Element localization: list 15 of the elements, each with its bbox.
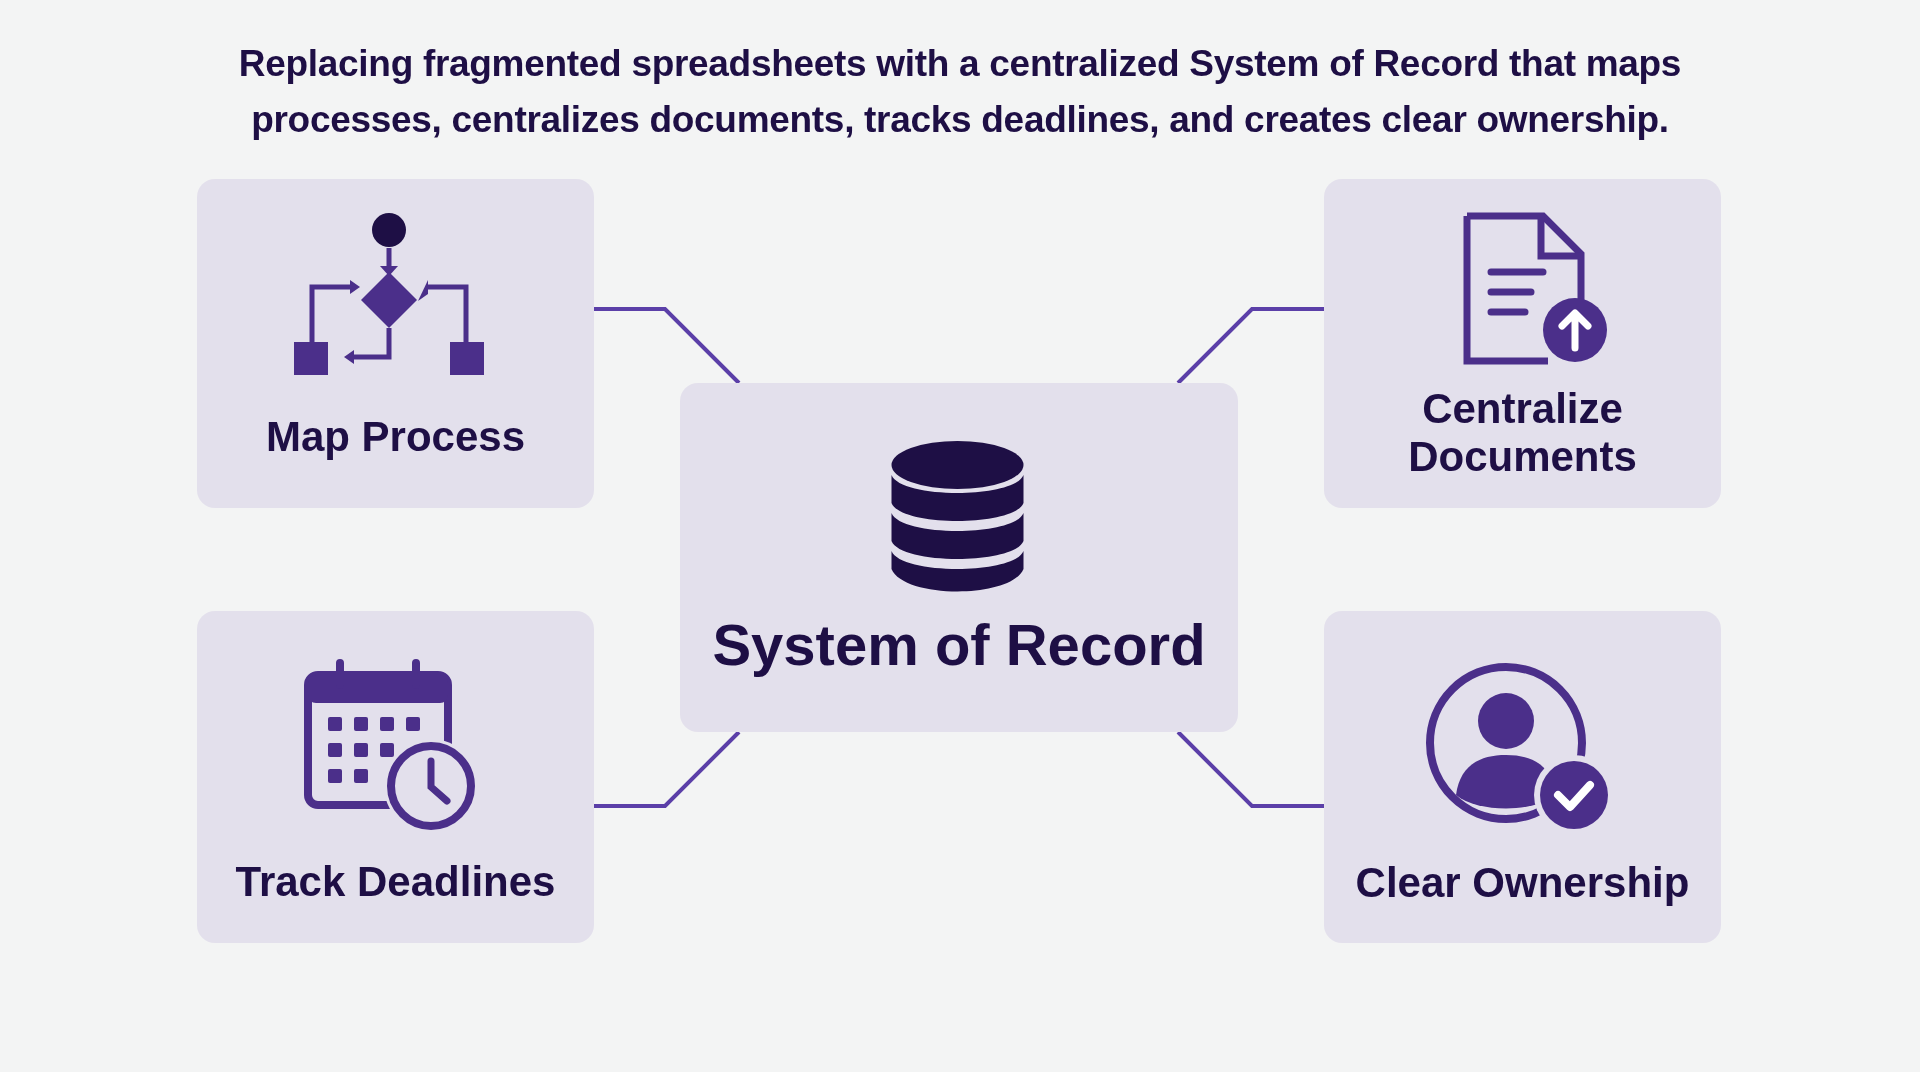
hub-card — [680, 383, 1238, 732]
process-card — [1324, 179, 1721, 508]
connector-line — [1176, 307, 1324, 385]
card-label: Centralize Documents — [1407, 384, 1638, 482]
card-label: Clear Ownership — [1354, 858, 1691, 908]
card-label: System of Record — [711, 611, 1207, 679]
card-label: Track Deadlines — [234, 857, 557, 907]
connector-line — [1176, 730, 1324, 808]
card-label: Map Process — [264, 412, 527, 462]
process-card — [197, 611, 594, 943]
connector-line — [594, 730, 741, 808]
process-card — [197, 179, 594, 508]
title: Replacing fragmented spreadsheets with a centralized System of Record that maps processes, centralizes documents, tracks deadlines, and creates clear ownership. — [237, 42, 1683, 142]
process-card — [1324, 611, 1721, 943]
connector-line — [594, 307, 741, 385]
